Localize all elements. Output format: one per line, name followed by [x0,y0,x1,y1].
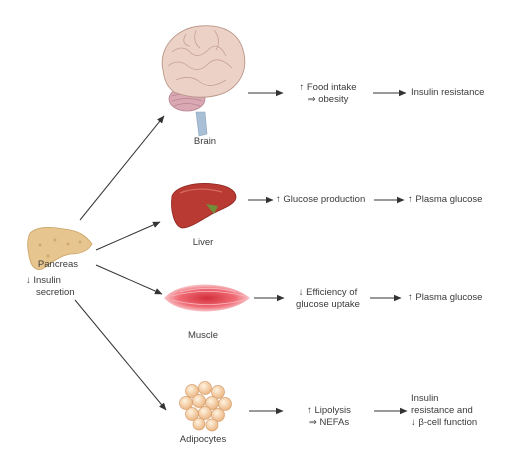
arrow-pancreas-to-adipocytes [74,299,167,411]
pancreas-note-line2: secretion [36,287,75,298]
muscle-effect-line2: glucose uptake [296,299,360,310]
adipocytes-effect-text: ↑ Lipolysis ⇒ NEFAs [286,405,372,429]
muscle-effect-text: ↓ Efficiency of glucose uptake [286,287,370,311]
pancreas-illustration [27,226,93,270]
liver-label: Liver [192,237,214,248]
brain-effect-line1: ↑ Food intake [299,82,357,93]
adipocytes-effect-line1: ↑ Lipolysis [307,405,351,416]
liver-illustration [171,183,237,229]
brain-outcome-text: Insulin resistance [411,87,485,98]
adipocytes-outcome-line3: ↓ β-cell function [411,417,478,428]
pancreas-label: Pancreas [37,259,79,270]
liver-outcome-text: ↑ Plasma glucose [408,194,483,205]
adipocytes-outcome-text: Insulin resistance and ↓ β-cell function [411,393,477,429]
arrow-pancreas-to-liver [95,221,161,251]
brain-effect-text: ↑ Food intake ⇒ obesity [284,82,372,106]
adipocytes-effect-line2: ⇒ NEFAs [308,417,350,428]
brain-label: Brain [193,136,217,147]
brain-effect-line2: ⇒ obesity [307,94,349,105]
adipocytes-outcome-line1: Insulin [411,393,439,404]
adipocytes-label: Adipocytes [179,434,227,445]
pancreas-note: ↓ Insulin secretion [26,275,75,299]
brain-illustration [161,25,246,137]
pancreas-note-line1: ↓ Insulin [26,275,61,286]
arrow-pancreas-to-brain [79,115,165,221]
muscle-outcome-text: ↑ Plasma glucose [408,292,483,303]
adipocytes-illustration [179,381,232,432]
arrow-pancreas-to-muscle [95,264,163,295]
adipocytes-outcome-line2: resistance and [411,405,473,416]
muscle-label: Muscle [187,330,219,341]
muscle-effect-line1: ↓ Efficiency of [298,287,358,298]
liver-effect-text: ↑ Glucose production [276,194,366,205]
muscle-illustration [164,284,250,312]
